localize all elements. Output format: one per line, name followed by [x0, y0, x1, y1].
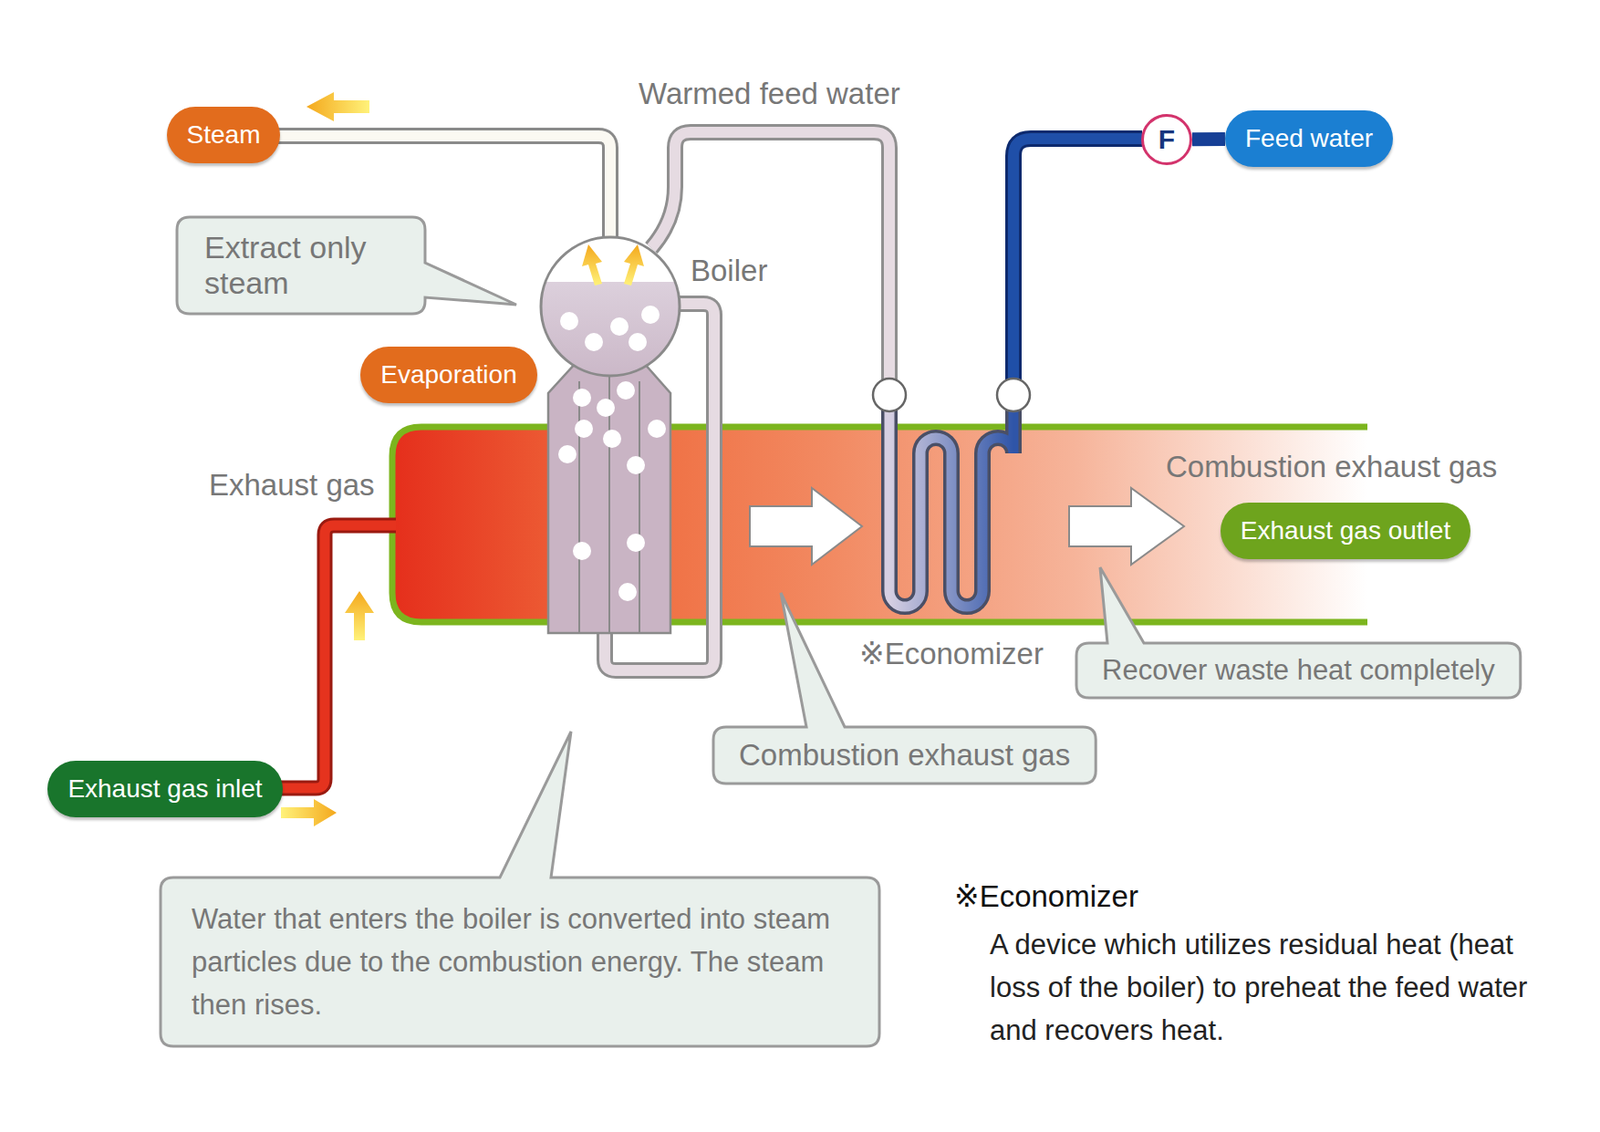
node-text: Steam [187, 106, 261, 164]
evaporation-pill: Evaporation [360, 346, 537, 404]
part-label: Boiler [690, 253, 768, 289]
node-text: Exhaust gas inlet [67, 760, 262, 818]
callout-box: Recover waste heat completely [1076, 643, 1521, 698]
callout-box: Water that enters the boiler is converte… [160, 877, 880, 1047]
callout-box: Extract only steam [176, 217, 426, 314]
outlet-pill: Exhaust gas outlet [1220, 502, 1471, 560]
callout-shape [713, 592, 1096, 784]
node-text: Extract only steam [204, 229, 398, 302]
node-text: Combustion exhaust gas [738, 737, 1071, 773]
feed-water-pill: Feed water [1225, 110, 1393, 167]
node-text: F [1143, 116, 1190, 163]
callout-shape [1076, 567, 1521, 698]
part-label: ※Economizer [859, 635, 1044, 672]
node-text: Evaporation [380, 346, 517, 404]
callout-shape [176, 217, 517, 314]
steam-pill: Steam [166, 106, 281, 164]
gas-label: Combustion exhaust gas [1165, 449, 1497, 485]
callout-shape [160, 731, 880, 1047]
note-heading: ※Economizer [954, 878, 1139, 915]
flow-meter-symbol: F [1141, 114, 1193, 166]
feed-pipe [1192, 132, 1226, 146]
callout-box: Combustion exhaust gas [713, 727, 1096, 784]
node-text: Feed water [1245, 110, 1373, 167]
node-text: Water that enters the boiler is converte… [191, 897, 849, 1027]
pipe-label: Warmed feed water [638, 76, 901, 112]
gas-label: Exhaust gas [208, 467, 375, 503]
node-text: Recover waste heat completely [1101, 654, 1496, 687]
note-body: A device which utilizes residual heat (h… [989, 923, 1565, 1052]
inlet-pill: Exhaust gas inlet [47, 760, 282, 818]
node-text: Exhaust gas outlet [1240, 502, 1451, 560]
